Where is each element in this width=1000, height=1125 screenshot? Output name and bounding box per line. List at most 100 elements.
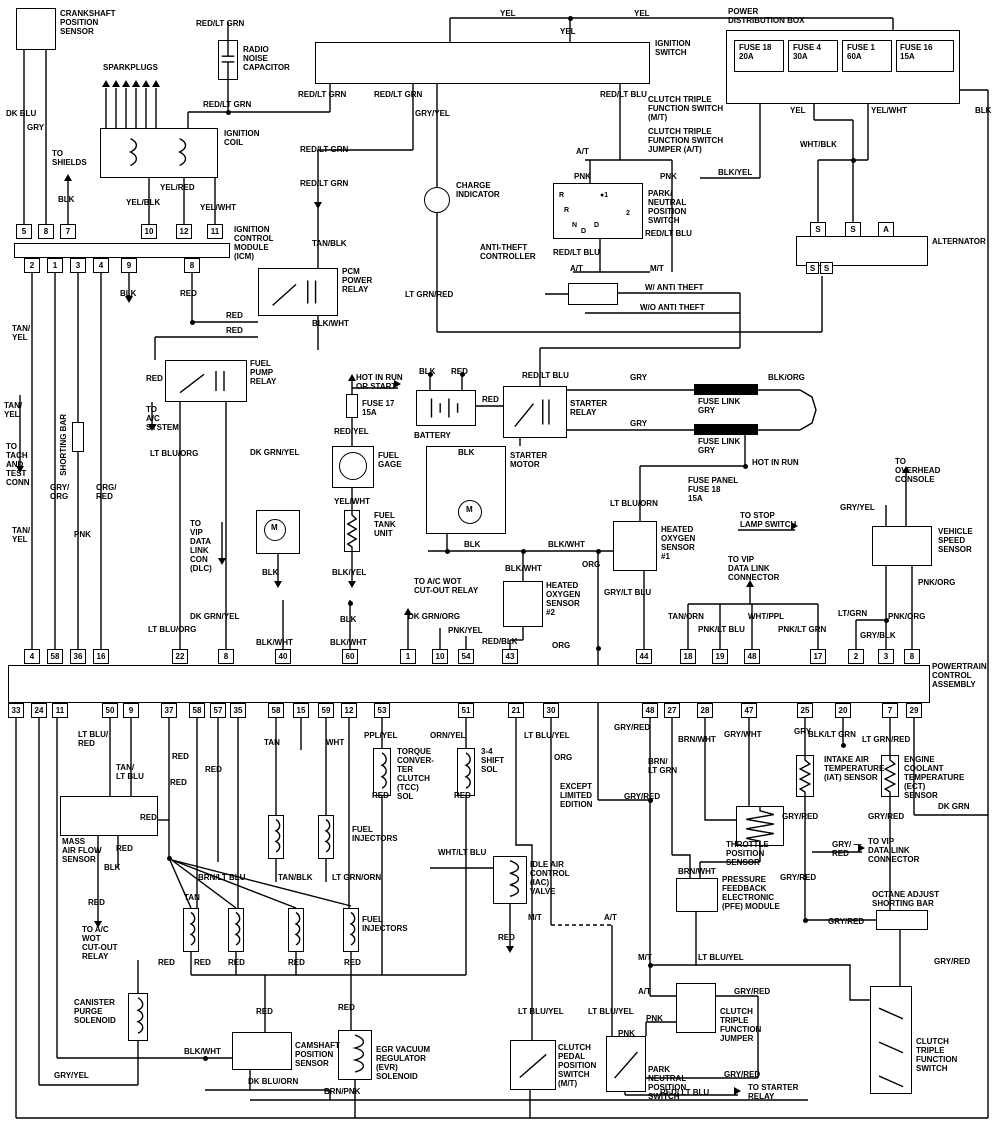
- label-wht-ppl: WHT/PPL: [748, 612, 784, 621]
- label-power-distribution-box: POWER DISTRIBUTION BOX: [728, 7, 805, 25]
- label-gry-yel: GRY/YEL: [54, 1071, 89, 1080]
- pin-3: 3: [70, 258, 86, 273]
- label-gry: GRY: [630, 419, 648, 428]
- junction-dot: [742, 463, 748, 469]
- label-red-lt-blu: RED/LT BLU: [522, 371, 569, 380]
- label-red: RED: [482, 395, 499, 404]
- pin-35: 35: [230, 703, 246, 718]
- label-brn-lt-blu: BRN/LT BLU: [198, 873, 246, 882]
- label-yel: YEL: [634, 9, 650, 18]
- label-r: R: [564, 207, 570, 214]
- pin-17: 17: [810, 649, 826, 664]
- label-red-lt-grn: RED/LT GRN: [203, 100, 252, 109]
- label-canister-purge-solenoid: CANISTER PURGE SOLENOID: [74, 998, 116, 1025]
- label-powertrain-control-assembly: POWERTRAIN CONTROL ASSEMBLY: [932, 662, 987, 689]
- label-intake-air-temperature-iat-sensor: INTAKE AIR TEMPERATURE (IAT) SENSOR: [824, 755, 885, 782]
- junction-dot: [595, 645, 601, 651]
- label-blk: BLK: [975, 106, 992, 115]
- label-red: RED: [288, 958, 305, 967]
- wire: [704, 717, 736, 821]
- label-tan-yel: TAN/ YEL: [4, 401, 23, 419]
- pin-50: 50: [102, 703, 118, 718]
- label-clutch-triple-function-switch-m-t: CLUTCH TRIPLE FUNCTION SWITCH (M/T): [648, 95, 724, 122]
- label-yel: YEL: [790, 106, 806, 115]
- pin-60: 60: [342, 649, 358, 664]
- battery: [416, 390, 476, 426]
- label-w-anti-theft: W/ ANTI THEFT: [645, 283, 704, 292]
- label-a-t: A/T: [576, 147, 589, 156]
- pin-11: 11: [52, 703, 68, 718]
- label-red-lt-blu: RED/LT BLU: [645, 229, 692, 238]
- pin-8: 8: [218, 649, 234, 664]
- label-blk-yel: BLK/YEL: [718, 168, 753, 177]
- label-yel: YEL: [500, 9, 516, 18]
- label-red: RED: [116, 844, 133, 853]
- junction-dot: [647, 797, 653, 803]
- fuel-tank-unit: [256, 510, 300, 554]
- coil-symbol-icon: [129, 994, 147, 1040]
- pin-1: 1: [400, 649, 416, 664]
- label-pnk-org: PNK/ORG: [888, 612, 926, 621]
- label-d: D: [594, 222, 600, 229]
- fuse-4: [788, 40, 838, 72]
- label-crankshaft-position-sensor: CRANKSHAFT POSITION SENSOR: [60, 9, 116, 36]
- iac-valve: [493, 856, 527, 904]
- label-m-t: M/T: [638, 953, 652, 962]
- arrow-d-icon: [506, 946, 514, 953]
- label-a-t: A/T: [638, 987, 651, 996]
- label-gry-red: GRY/RED: [780, 873, 817, 882]
- coil-symbol-icon: [344, 909, 358, 951]
- arrow-d-icon: [16, 466, 24, 473]
- label-red: RED: [172, 752, 189, 761]
- clutch-triple-function-jumper: [676, 983, 716, 1033]
- label-org-red: ORG/ RED: [96, 483, 117, 501]
- wire: [168, 857, 192, 909]
- label-red: RED: [226, 311, 243, 320]
- label-ignition-switch: IGNITION SWITCH: [655, 39, 691, 57]
- label-sparkplugs: SPARKPLUGS: [103, 63, 158, 72]
- coilpair-symbol-icon: [101, 129, 217, 177]
- wire: [672, 854, 691, 878]
- junction-dot: [202, 1055, 208, 1061]
- label-alternator: ALTERNATOR: [932, 237, 986, 246]
- wire: [799, 389, 817, 431]
- label-fuse-link-gry: FUSE LINK GRY: [698, 437, 741, 455]
- pin-58: 58: [47, 649, 63, 664]
- label-red: RED: [146, 374, 163, 383]
- label-hot-in-run: HOT IN RUN: [752, 458, 799, 467]
- label-dk-grn: DK GRN: [938, 802, 970, 811]
- label-hot-in-run-or-start: HOT IN RUN OR START: [356, 373, 403, 391]
- label-pnk: PNK: [660, 172, 677, 181]
- wire: [168, 857, 237, 909]
- charge-indicator: [424, 187, 450, 213]
- label-yel-wht: YEL/WHT: [334, 497, 370, 506]
- label-wht-blk: WHT/BLK: [800, 140, 837, 149]
- label-fuse-18-20a: FUSE 18 20A: [739, 43, 772, 61]
- pin-12: 12: [341, 703, 357, 718]
- label-dk-grn-yel: DK GRN/YEL: [250, 448, 300, 457]
- label-org: ORG: [552, 641, 571, 650]
- label-fuel-gage: FUEL GAGE: [378, 451, 402, 469]
- label-to-a-c-wot-cut-out-relay: TO A/C WOT CUT-OUT RELAY: [414, 577, 479, 595]
- label-fuse-17-15a: FUSE 17 15A: [362, 399, 395, 417]
- label-red: RED: [205, 765, 222, 774]
- label-pressure-feedback-electronic-pfe-module: PRESSURE FEEDBACK ELECTRONIC (PFE) MODUL…: [722, 875, 780, 911]
- mass-air-flow-sensor: [60, 796, 158, 836]
- arrow-d-icon: [148, 424, 156, 431]
- label-gry-red: GRY/ — RED: [832, 840, 862, 858]
- pin-S: S: [820, 262, 833, 274]
- junction-dot: [166, 855, 172, 861]
- coil-symbol-icon: [319, 816, 333, 858]
- arrow-u-icon: [64, 174, 72, 181]
- label-gry-yel: GRY/YEL: [415, 109, 450, 118]
- label-n: N: [572, 222, 578, 229]
- label-blk: BLK: [464, 540, 481, 549]
- radio-noise-capacitor: [218, 40, 238, 80]
- label-red: RED: [372, 791, 389, 800]
- label-fuse-4-30a: FUSE 4 30A: [793, 43, 822, 61]
- pin-53: 53: [374, 703, 390, 718]
- label-gry: GRY: [794, 727, 812, 736]
- label-to-vip-data-link-connector: TO VIP DATA LINK CONNECTOR: [728, 555, 780, 582]
